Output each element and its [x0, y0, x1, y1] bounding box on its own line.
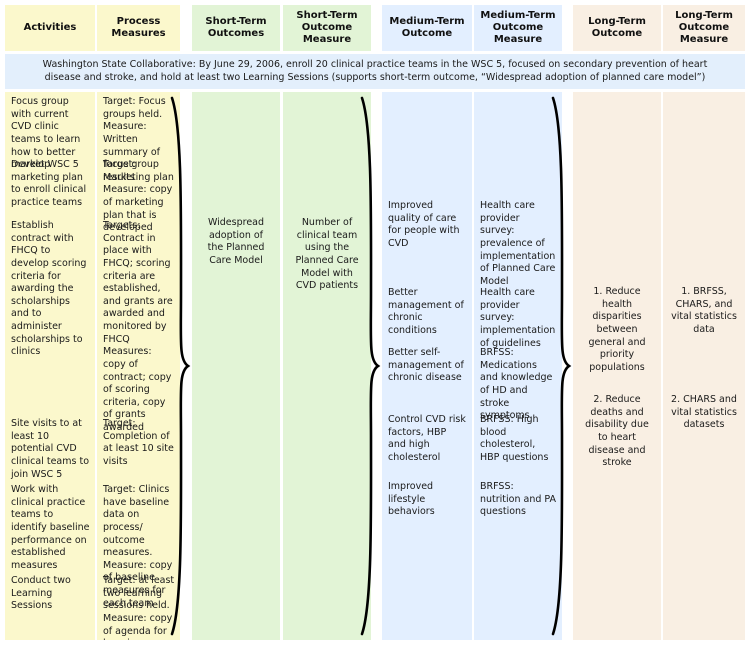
column-long-term-outcome-measure: 1. BRFSS, CHARS, and vital statistics da… [663, 92, 745, 640]
medium-term-outcome-measure-item: BRFSS: Medications and knowledge of HD a… [480, 347, 553, 422]
header-row: Activities Process Measures Short-Term O… [0, 5, 750, 51]
header-label-line2: Measures [111, 28, 166, 39]
column-header-process-measures: Process Measures [97, 5, 180, 51]
medium-term-outcome-item: Better management of chronic conditions [388, 287, 464, 336]
header-label-line2: Outcome [492, 22, 544, 34]
header-label-line2: Outcomes [207, 28, 265, 39]
header-label-line1: Short-Term [205, 16, 267, 28]
header-label: Activities [23, 22, 77, 34]
medium-term-outcome-measure-item: Health care provider survey: implementat… [480, 287, 556, 349]
activity-item: Site visits to at least 10 potential CVD… [11, 418, 90, 480]
short-term-outcome-item: Widespread adoption of the Planned Care … [207, 217, 265, 266]
activity-item: Develop marketing plan to enroll clinica… [11, 159, 87, 208]
column-header-long-term-outcome: Long-Term Outcome [573, 5, 661, 51]
long-term-outcome-item: 2. Reduce deaths and disability due to h… [585, 394, 649, 469]
activity-item: Establish contract with FHCQ to develop … [11, 220, 87, 358]
column-long-term-outcome: 1. Reduce health disparities between gen… [573, 92, 661, 640]
header-label-line2: Outcome [591, 28, 643, 39]
column-short-term-outcomes: Widespread adoption of the Planned Care … [192, 92, 280, 640]
header-label-line3: Measure [679, 33, 729, 45]
header-label-line1: Medium-Term [480, 10, 556, 22]
activity-item: Conduct two Learning Sessions [11, 575, 71, 612]
process-measure-item: Target: Completion of at least 10 site v… [103, 418, 174, 467]
column-header-activities: Activities [5, 5, 95, 51]
medium-term-outcome-item: Improved lifestyle behaviors [388, 481, 435, 518]
medium-term-outcome-item: Better self-management of chronic diseas… [388, 347, 464, 384]
header-label-line2: Outcome [401, 28, 453, 39]
short-term-outcome-measure-item: Number of clinical team using the Planne… [295, 217, 359, 292]
header-label-line2: Outcome [678, 22, 730, 34]
process-measure-item: Targets: Contract in place with FHCQ; sc… [103, 220, 173, 433]
column-header-medium-term-outcome-measure: Medium-Term Outcome Measure [474, 5, 562, 51]
medium-term-outcome-item: Control CVD risk factors, HBP and high c… [388, 414, 466, 463]
column-activities: Focus group with current CVD clinic team… [5, 92, 95, 640]
column-header-short-term-outcomes: Short-Term Outcomes [192, 5, 280, 51]
banner-line-1: Washington State Collaborative: By June … [42, 59, 708, 70]
medium-term-outcome-measure-item: Health care provider survey: prevalence … [480, 200, 556, 287]
medium-term-outcome-measure-item: BRFSS: High blood cholesterol, HBP quest… [480, 414, 549, 463]
header-label-line1: Short-Term [296, 10, 358, 22]
column-header-short-term-outcome-measure: Short-Term Outcome Measure [283, 5, 371, 51]
header-label-line3: Measure [302, 33, 352, 45]
header-label-line1: Medium-Term [389, 16, 465, 28]
activity-item: Focus group with current CVD clinic team… [11, 96, 81, 171]
long-term-outcome-item: 1. Reduce health disparities between gen… [588, 286, 646, 373]
column-header-medium-term-outcome: Medium-Term Outcome [382, 5, 472, 51]
header-label-line3: Measure [493, 33, 543, 45]
medium-term-outcome-measure-item: BRFSS: nutrition and PA questions [480, 481, 557, 518]
activity-item: Work with clinical practice teams to ide… [11, 484, 90, 571]
column-medium-term-outcome: Improved quality of care for people with… [382, 92, 472, 640]
header-label-line1: Long-Term [675, 10, 733, 22]
process-measure-item: Target: Focus groups held. Measure: Writ… [103, 96, 166, 183]
medium-term-outcome-item: Improved quality of care for people with… [388, 200, 460, 249]
column-short-term-outcome-measure: Number of clinical team using the Planne… [283, 92, 371, 640]
long-term-outcome-measure-item: 2. CHARS and vital statistics datasets [671, 394, 737, 431]
process-measure-item: Target: Clinics have baseline data on pr… [103, 484, 173, 609]
column-header-long-term-outcome-measure: Long-Term Outcome Measure [663, 5, 745, 51]
header-label-line2: Outcome [301, 22, 353, 34]
process-measure-item: Target: at least two learning sessions h… [103, 575, 175, 640]
column-medium-term-outcome-measure: Health care provider survey: prevalence … [474, 92, 562, 640]
collaborative-goal-banner: Washington State Collaborative: By June … [5, 54, 745, 89]
header-label-line1: Long-Term [588, 16, 646, 28]
column-process-measures: Target: Focus groups held. Measure: Writ… [97, 92, 180, 640]
long-term-outcome-measure-item: 1. BRFSS, CHARS, and vital statistics da… [671, 286, 737, 335]
header-label-line1: Process [116, 16, 161, 28]
process-measure-item: Target: Marketing plan Measure: copy of … [103, 159, 174, 234]
banner-line-2: disease and stroke, and hold at least tw… [44, 72, 706, 84]
